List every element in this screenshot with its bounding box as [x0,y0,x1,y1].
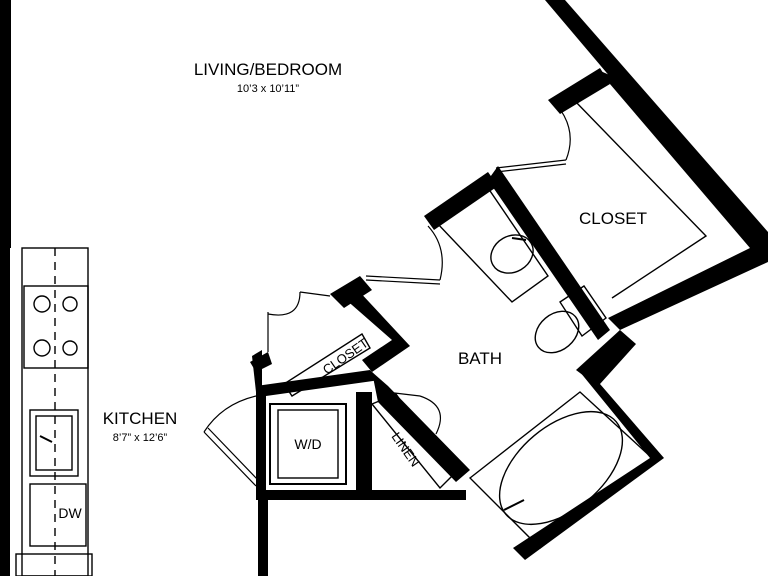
small-closet-shelf [283,333,371,397]
hall-lower-wall [258,500,268,576]
kitchen-label: KITCHEN [103,409,178,428]
kitchen-sink [29,409,79,477]
dishwasher-box [29,483,87,547]
wd-unit-outer [269,403,347,485]
fridge-edge [15,553,93,576]
wd-left-wall [256,392,266,492]
kitchen-faucet [39,435,53,443]
bath-left-wall [344,288,410,372]
bathtub [468,391,654,549]
closet-right-wall [598,70,768,330]
utility [269,333,453,490]
bath-fixtures [434,187,654,549]
kitchen-door-leaf [203,431,257,487]
kitchen-left-wall [0,248,10,576]
sink-bowl [490,234,534,274]
closet-shelf-line [573,99,708,299]
living-room-dims: 10’3 x 10’11” [237,83,300,95]
vanity-counter [434,187,549,303]
small-closet-upper-wall [250,352,272,372]
dw-label: DW [58,505,82,521]
burner-3 [33,339,51,357]
kitchen-door-leaf-2 [207,427,259,481]
closet-main-label: CLOSET [579,209,647,228]
burner-2 [62,296,78,312]
linen-door-swing [419,395,441,435]
bath-label: BATH [458,349,502,368]
toilet-bowl [534,310,580,354]
bath-right-notch [576,330,626,382]
closet-top-wall [548,68,610,114]
kitchen-sink-bowl [35,415,73,471]
kitchen-dims: 8’7” x 12’6” [113,432,168,444]
linen-block-wall [356,392,372,494]
tub-basin [498,410,624,526]
burner-1 [33,295,51,313]
toilet-tank [559,285,607,338]
burner-4 [62,340,78,356]
cooktop [23,285,89,369]
bath-closet-divider [488,166,610,340]
small-closet-door-leaf-2 [299,291,331,297]
wd-label: W/D [294,436,321,452]
bath-door-swing [427,225,443,281]
living-room-name: LIVING/BEDROOM [194,60,342,79]
linen-door-leaf [385,391,421,397]
wd-bottom-wall [256,490,466,500]
kitchen [15,247,93,576]
wd-unit-inner [277,409,339,479]
kitchen-door-swing [203,395,257,433]
bath-lower-wall [372,372,470,482]
main-closet [573,99,708,299]
faucet [511,237,527,241]
bath-upper-left-wall [330,276,372,308]
doors [203,103,571,487]
linen-shelf [370,393,453,490]
bath-top-wall [424,172,498,230]
closet-door-leaf [495,159,567,169]
tub-faucet [503,499,525,511]
closet-door-leaf-2 [495,163,567,173]
living-left-wall [0,0,11,248]
bath-door-leaf-2 [365,279,441,285]
bath-door-leaf [365,275,441,281]
closet-door-swing [555,103,571,161]
small-closet-door-swing [267,291,301,316]
